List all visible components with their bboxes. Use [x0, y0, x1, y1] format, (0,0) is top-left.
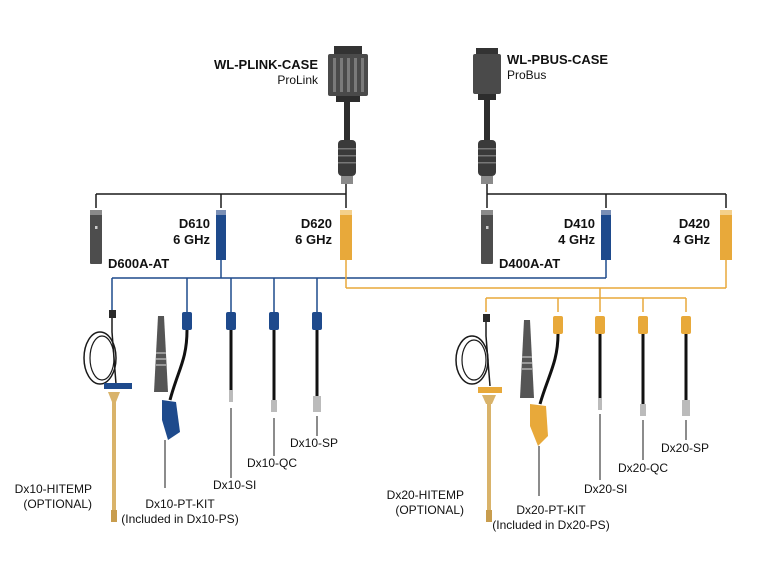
d610-module: [216, 210, 226, 260]
dx20-qc-label: Dx20-QC: [618, 461, 669, 475]
dx10-hitemp-label: Dx10-HITEMP: [14, 482, 92, 496]
dx20-hitemp-label: Dx20-HITEMP: [386, 488, 464, 502]
dx10-hitemp-note: (OPTIONAL): [23, 497, 92, 511]
dx10-pt-kit-note: (Included in Dx10-PS): [121, 512, 239, 526]
d610-model-label: D610: [178, 216, 210, 231]
pbus-model-label: WL-PBUS-CASE: [507, 52, 609, 67]
dx20-hitemp-note: (OPTIONAL): [395, 503, 464, 517]
blue-distribution-lines: [111, 260, 607, 312]
d600a-at-module: [90, 210, 102, 264]
plink-name-label: ProLink: [277, 73, 318, 87]
plink-model-label: WL-PLINK-CASE: [214, 57, 318, 72]
d400a-at-module: [481, 210, 493, 264]
dx10-qc-probe: [269, 312, 279, 456]
dx10-qc-label: Dx10-QC: [247, 456, 298, 470]
dx20-sp-label: Dx20-SP: [661, 441, 710, 455]
dx20-si-label: Dx20-SI: [584, 482, 628, 496]
d410-freq-label: 4 GHz: [558, 232, 595, 247]
d620-freq-label: 6 GHz: [295, 232, 332, 247]
d400a-at-label: D400A-AT: [499, 256, 561, 271]
dx10-si-label: Dx10-SI: [213, 478, 257, 492]
d420-model-label: D420: [678, 216, 710, 231]
dx10-pt-kit-label: Dx10-PT-KIT: [145, 497, 215, 511]
dx20-sp-probe: [681, 316, 691, 440]
gold-distribution-lines: [345, 260, 727, 312]
dx10-sp-label: Dx10-SP: [290, 436, 339, 450]
prolink-interface-device: [328, 46, 368, 184]
dx20-pt-kit-label: Dx20-PT-KIT: [516, 503, 586, 517]
pbus-name-label: ProBus: [507, 68, 547, 82]
dx20-pt-kit-note: (Included in Dx20-PS): [492, 518, 610, 532]
dx10-hitemp-probe: [83, 310, 132, 522]
probus-interface-device: [473, 48, 501, 184]
d620-module: [340, 210, 352, 260]
d600a-at-label: D600A-AT: [108, 256, 170, 271]
d620-model-label: D620: [300, 216, 332, 231]
interface-bus-lines: [95, 184, 727, 208]
dx10-si-probe: [226, 312, 236, 478]
d420-module: [720, 210, 732, 260]
d410-module: [601, 210, 611, 260]
dx20-pt-kit-probe: [520, 316, 563, 496]
d610-freq-label: 6 GHz: [173, 232, 210, 247]
dx10-pt-kit-probe: [154, 312, 192, 488]
dx20-qc-probe: [638, 316, 648, 460]
dx20-si-probe: [595, 316, 605, 480]
dx10-sp-probe: [312, 312, 322, 436]
dx20-hitemp-probe: [455, 314, 502, 522]
d410-model-label: D410: [563, 216, 595, 231]
d420-freq-label: 4 GHz: [673, 232, 710, 247]
